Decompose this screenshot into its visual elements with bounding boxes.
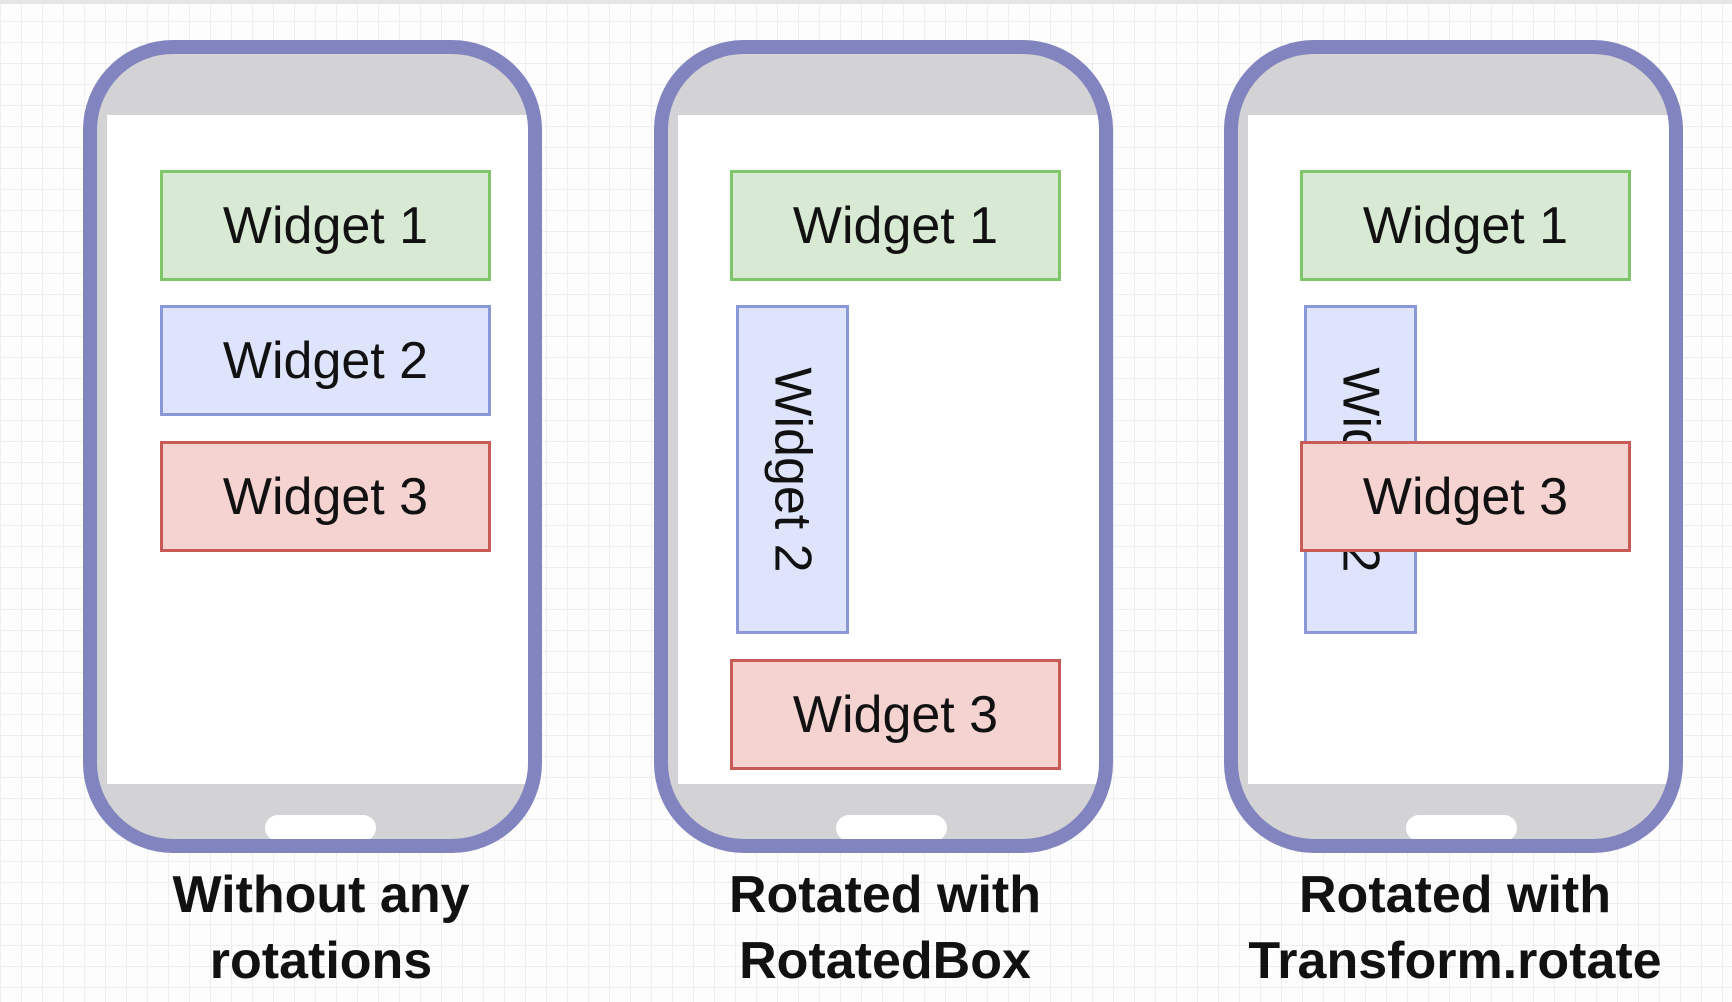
widget-3-box: Widget 3	[160, 441, 491, 552]
widget-1-label: Widget 1	[222, 196, 429, 255]
phone-mockup: Widget 1 Widget 2 Widget 3	[83, 40, 542, 853]
top-divider	[0, 0, 1732, 4]
panel-transform-rotate: Widget 1 Widget 2 Widget 3 Rotated with …	[1140, 0, 1710, 1002]
phone-screen: Widget 1 Widget 2 Widget 3	[678, 115, 1099, 784]
widget-1-box: Widget 1	[730, 170, 1061, 281]
caption-line-2: RotatedBox	[739, 932, 1031, 990]
home-button	[836, 815, 947, 839]
caption: Rotated with Transform.rotate	[1170, 862, 1732, 994]
widget-2-box: Widget 2	[160, 305, 491, 416]
panel-rotatedbox: Widget 1 Widget 2 Widget 3 Rotated with …	[570, 0, 1140, 1002]
panel-no-rotation: Widget 1 Widget 2 Widget 3 Without any r…	[0, 0, 570, 1002]
caption-line-1: Without any	[172, 866, 470, 924]
widget-3-box-overlapping: Widget 3	[1300, 441, 1631, 552]
phone-mockup: Widget 1 Widget 2 Widget 3	[654, 40, 1113, 853]
caption-line-2: Transform.rotate	[1248, 932, 1662, 990]
phone-screen: Widget 1 Widget 2 Widget 3	[1248, 115, 1669, 784]
home-button	[1406, 815, 1517, 839]
widget-3-label: Widget 3	[222, 467, 429, 526]
widget-1-label: Widget 1	[1362, 196, 1569, 255]
widget-2-box-rotated: Widget 2	[736, 305, 849, 634]
widget-3-label: Widget 3	[1362, 467, 1569, 526]
widget-2-label: Widget 2	[222, 331, 429, 390]
caption: Without any rotations	[36, 862, 606, 994]
widget-3-label: Widget 3	[792, 685, 999, 744]
widget-2-label: Widget 2	[763, 366, 822, 573]
phone-mockup: Widget 1 Widget 2 Widget 3	[1224, 40, 1683, 853]
home-button	[265, 815, 376, 839]
caption-line-1: Rotated with	[729, 866, 1041, 924]
widget-1-box: Widget 1	[160, 170, 491, 281]
caption: Rotated with RotatedBox	[600, 862, 1170, 994]
caption-line-2: rotations	[209, 932, 433, 990]
widget-1-label: Widget 1	[792, 196, 999, 255]
phone-screen: Widget 1 Widget 2 Widget 3	[107, 115, 528, 784]
caption-line-1: Rotated with	[1299, 866, 1611, 924]
widget-1-box: Widget 1	[1300, 170, 1631, 281]
widget-3-box: Widget 3	[730, 659, 1061, 770]
